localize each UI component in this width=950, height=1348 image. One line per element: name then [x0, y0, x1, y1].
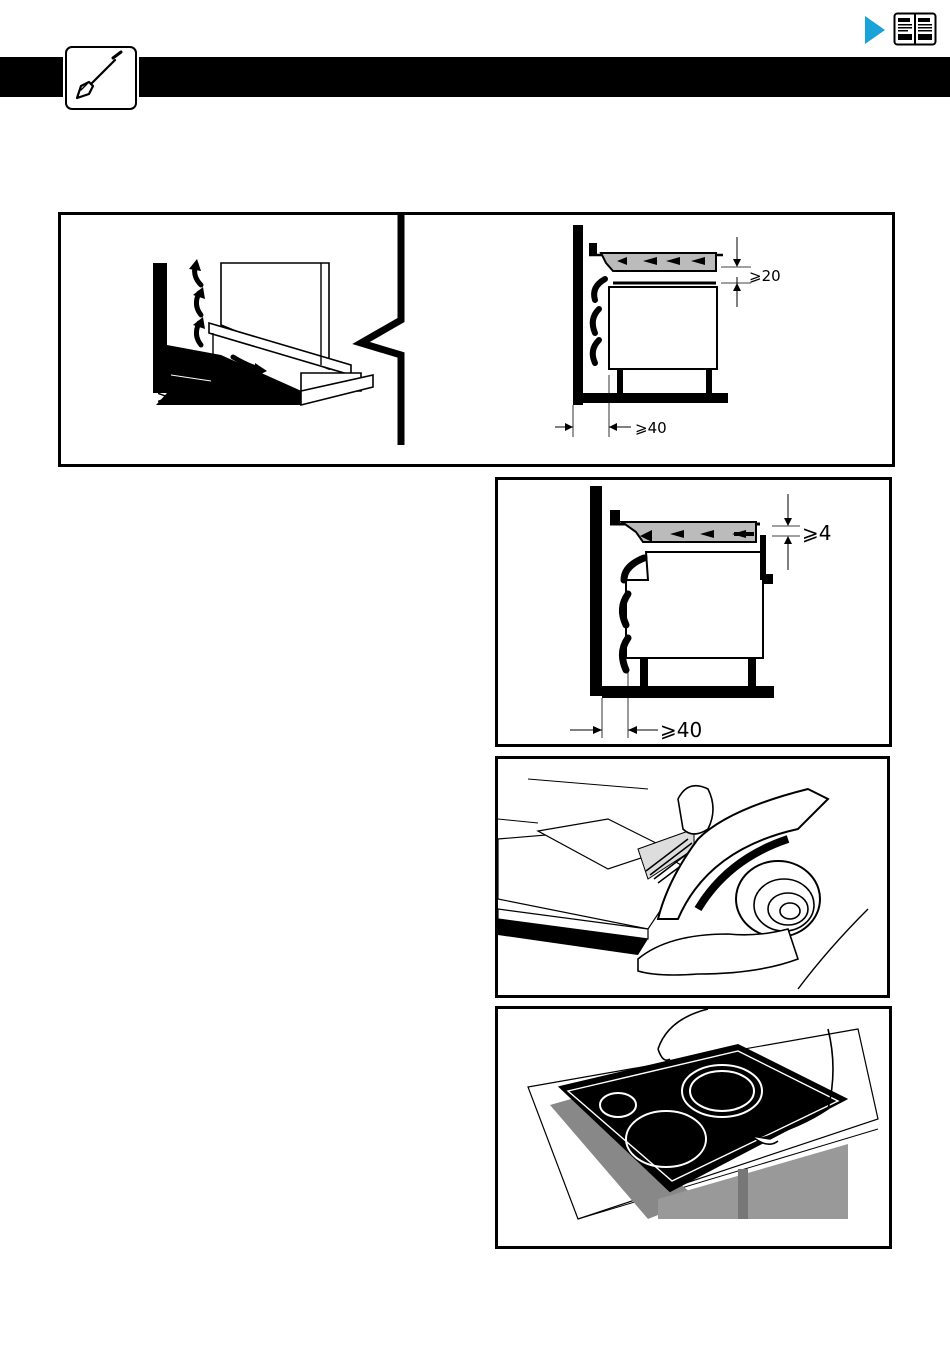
- figure-seal: [495, 756, 890, 998]
- hob-insertion-diagram: [498, 1009, 889, 1246]
- figure-hob-insertion: [495, 1006, 892, 1249]
- top-gap-label: ⩾20: [749, 267, 781, 285]
- figure-ventilation: ⩾40 ⩾20: [58, 212, 895, 467]
- next-page-button[interactable]: [864, 15, 886, 45]
- seal-application-diagram: [498, 759, 887, 995]
- section-tool-badge: [65, 46, 137, 110]
- manual-pages-button[interactable]: [893, 12, 937, 46]
- ventilation-diagram: ⩾40 ⩾20: [61, 215, 892, 464]
- header-bar: [0, 57, 950, 97]
- wall-gap-label: ⩾40: [635, 419, 667, 437]
- play-triangle-icon: [864, 15, 886, 45]
- top-gap-label: ⩾4: [802, 521, 831, 545]
- manual-pages-icon: [893, 12, 937, 46]
- oven-hob-diagram: ⩾4 ⩾40: [498, 480, 889, 744]
- left-gap-label: ⩾40: [156, 387, 194, 408]
- screwdriver-icon: [67, 48, 135, 108]
- figure-oven-hob: ⩾4 ⩾40: [495, 477, 892, 747]
- wall-gap-label: ⩾40: [660, 718, 702, 742]
